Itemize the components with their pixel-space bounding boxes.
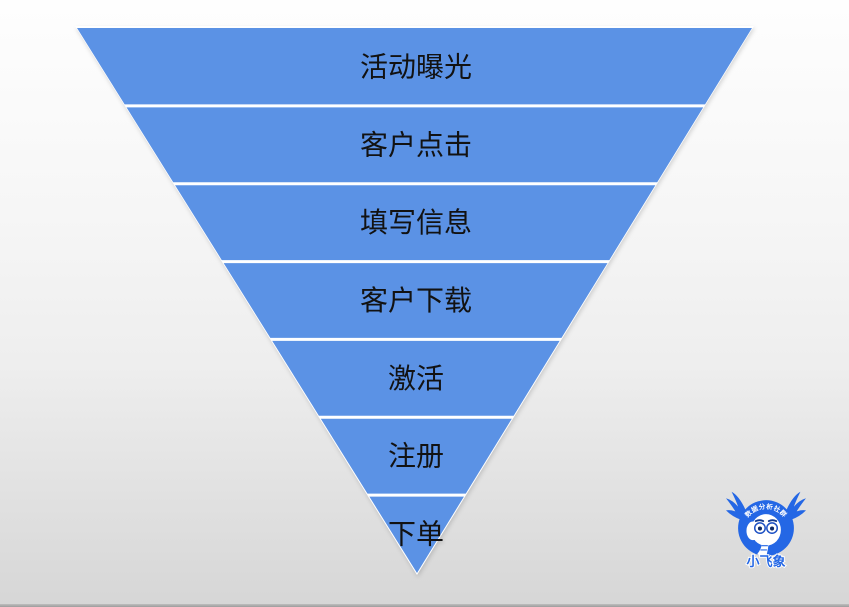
funnel-stage-shape xyxy=(126,107,704,183)
logo-name-text: 小飞象 xyxy=(746,554,785,569)
funnel-stage-shape xyxy=(77,28,752,105)
funnel-stage-shape xyxy=(175,185,656,261)
funnel-stage-shape xyxy=(320,418,512,494)
funnel-stage-shape xyxy=(223,263,608,338)
funnel-stage-label: 下单 xyxy=(388,519,444,550)
funnel-stage-shape xyxy=(272,340,560,416)
funnel-stage-label: 客户点击 xyxy=(360,129,472,160)
funnel-stage-label: 客户下载 xyxy=(360,285,472,316)
funnel-stage-label: 注册 xyxy=(388,441,444,472)
bottom-edge-bar xyxy=(0,604,849,607)
elephant-icon xyxy=(746,509,781,557)
funnel-stage-label: 活动曝光 xyxy=(360,51,472,82)
funnel-stage-shape xyxy=(369,496,464,573)
funnel-stage-label: 填写信息 xyxy=(360,207,472,238)
funnel-stage-label: 激活 xyxy=(388,363,444,394)
logo-xiaofeixiang: 数据分析社群 小飞象 xyxy=(726,491,806,570)
